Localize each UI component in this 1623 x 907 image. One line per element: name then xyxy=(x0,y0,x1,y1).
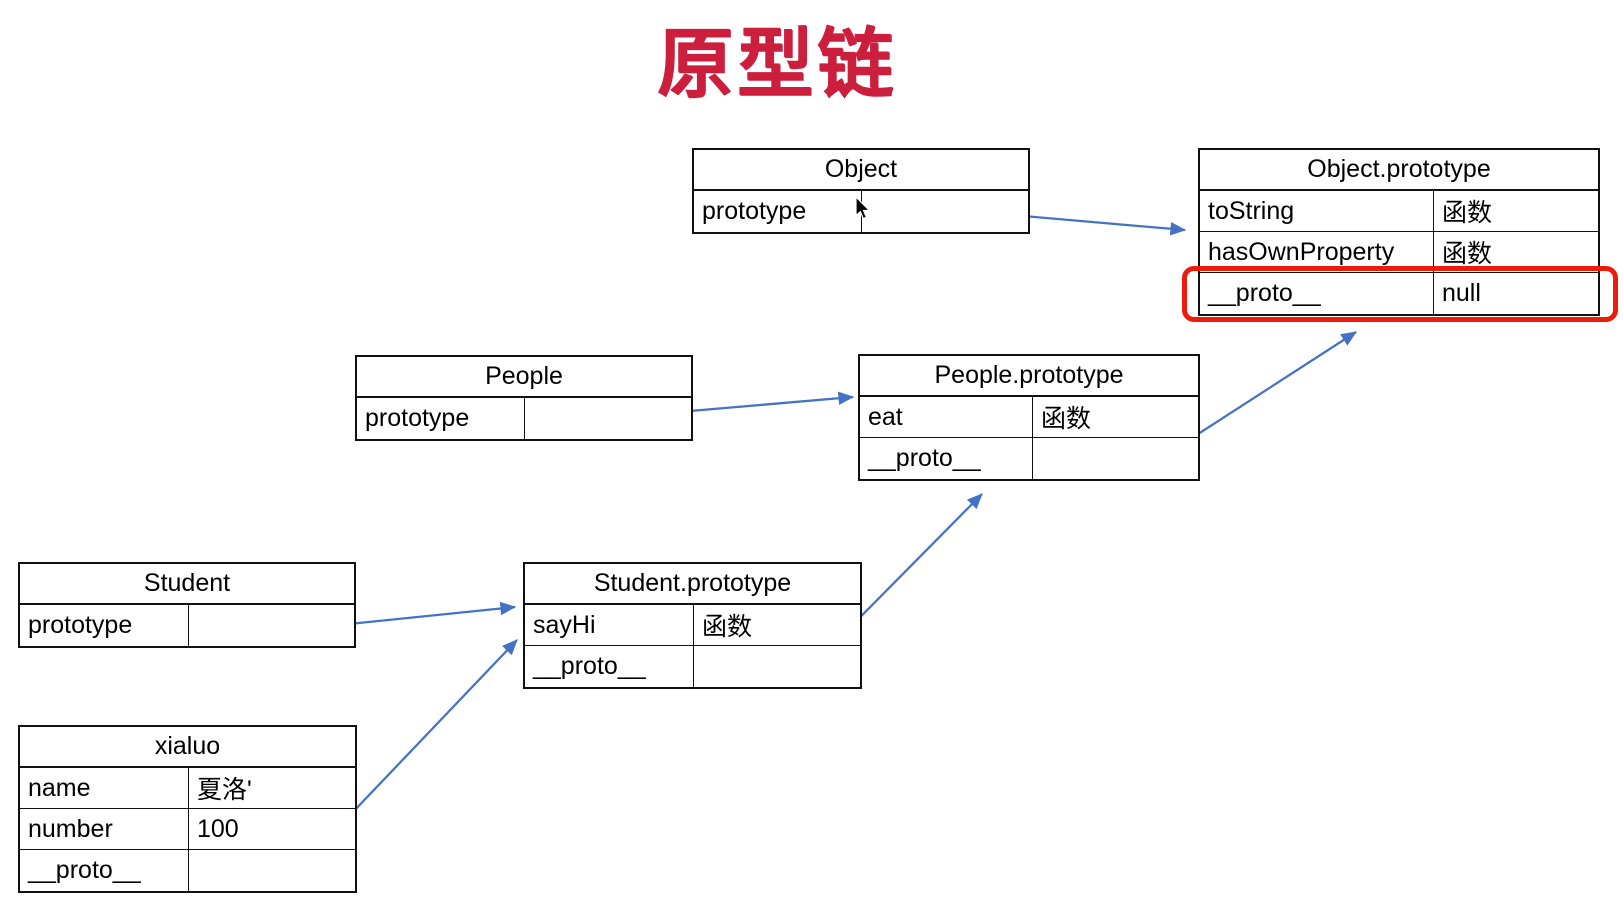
student-table: Student prototype xyxy=(18,562,356,648)
row-value xyxy=(694,646,860,687)
row-key: __proto__ xyxy=(1200,273,1434,314)
row-key: sayHi xyxy=(525,605,694,645)
row-key: eat xyxy=(860,397,1033,437)
row-key: toString xyxy=(1200,191,1434,231)
row-value: 函数 xyxy=(702,613,753,641)
table-row: prototype xyxy=(694,191,1028,232)
row-value xyxy=(1033,438,1198,479)
table-title: People.prototype xyxy=(860,356,1198,397)
row-value xyxy=(189,850,355,891)
row-key: __proto__ xyxy=(860,438,1033,479)
table-row-highlighted: __proto__ null xyxy=(1200,273,1598,314)
row-value: 函数 xyxy=(1442,199,1493,227)
table-title: People xyxy=(357,357,691,398)
row-key: prototype xyxy=(694,191,862,232)
row-key: __proto__ xyxy=(20,850,189,891)
row-value: 函数 xyxy=(1442,240,1493,268)
xialuo-table: xialuo name 夏洛' number 100 __proto__ xyxy=(18,725,357,893)
table-title: Student xyxy=(20,564,354,605)
table-title: xialuo xyxy=(20,727,355,768)
page-title: 原型链 xyxy=(657,22,897,107)
row-key: prototype xyxy=(357,398,525,439)
table-row: sayHi 函数 xyxy=(525,605,860,646)
table-title: Object.prototype xyxy=(1200,150,1598,191)
row-value: 夏洛' xyxy=(197,776,252,804)
table-title: Student.prototype xyxy=(525,564,860,605)
table-row: __proto__ xyxy=(20,850,355,891)
row-key: hasOwnProperty xyxy=(1200,232,1434,272)
student-prototype-table: Student.prototype sayHi 函数 __proto__ xyxy=(523,562,862,689)
table-row: number 100 xyxy=(20,809,355,850)
people-table: People prototype xyxy=(355,355,693,441)
row-key: name xyxy=(20,768,189,808)
row-value xyxy=(862,191,1028,232)
table-title: Object xyxy=(694,150,1028,191)
row-key: number xyxy=(20,809,189,849)
table-row: hasOwnProperty 函数 xyxy=(1200,232,1598,273)
row-value: null xyxy=(1442,279,1481,307)
people-prototype-table: People.prototype eat 函数 __proto__ xyxy=(858,354,1200,481)
table-row: toString 函数 xyxy=(1200,191,1598,232)
table-row: __proto__ xyxy=(860,438,1198,479)
table-row: __proto__ xyxy=(525,646,860,687)
table-row: prototype xyxy=(20,605,354,646)
object-prototype-table: Object.prototype toString 函数 hasOwnPrope… xyxy=(1198,148,1600,316)
table-row: prototype xyxy=(357,398,691,439)
row-key: __proto__ xyxy=(525,646,694,687)
row-value: 100 xyxy=(197,814,239,843)
row-value: 函数 xyxy=(1041,405,1092,433)
mouse-cursor-icon xyxy=(855,196,871,220)
table-row: name 夏洛' xyxy=(20,768,355,809)
object-table: Object prototype xyxy=(692,148,1030,234)
row-value xyxy=(525,398,691,439)
row-key: prototype xyxy=(20,605,189,646)
table-row: eat 函数 xyxy=(860,397,1198,438)
row-value xyxy=(189,605,354,646)
